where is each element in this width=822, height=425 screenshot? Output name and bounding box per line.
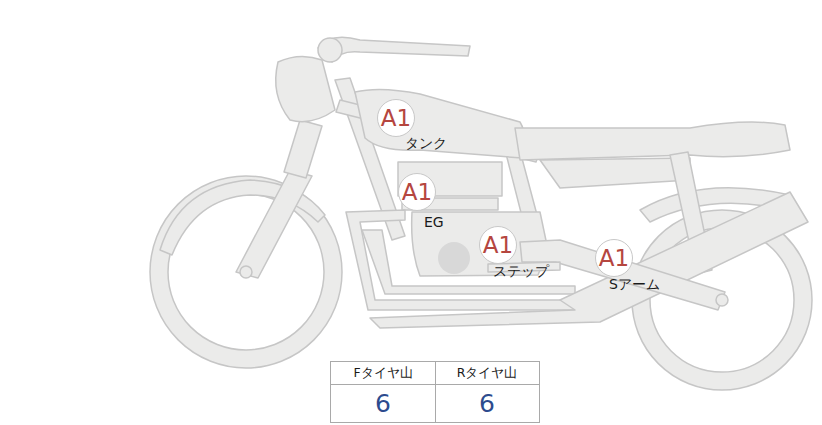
callout-node: A1ステップ — [479, 226, 517, 264]
table-value: 6 — [435, 384, 539, 422]
callout-circle: A1 — [479, 226, 517, 264]
callout-code: A1 — [599, 247, 629, 270]
callout-code: A1 — [483, 234, 513, 257]
callout-code: A1 — [381, 107, 411, 130]
callout-circle: A1 — [377, 99, 415, 137]
tread-table: Fタイヤ山Rタイヤ山66 — [330, 361, 540, 423]
callout-node: A1Sアーム — [595, 239, 633, 277]
callout-circle: A1 — [398, 173, 436, 211]
callout-node: A1タンク — [377, 99, 415, 137]
table-header: Fタイヤ山 — [331, 362, 435, 384]
table-rule — [435, 362, 436, 422]
table-header: Rタイヤ山 — [435, 362, 539, 384]
part-label: タンク — [405, 136, 447, 151]
callout-code: A1 — [402, 181, 432, 204]
table-value: 6 — [331, 384, 435, 422]
part-label: ステップ — [493, 264, 549, 279]
callout-circle: A1 — [595, 239, 633, 277]
callout-node: A1EG — [398, 173, 436, 211]
part-label: Sアーム — [609, 277, 660, 292]
table-rule — [331, 384, 539, 385]
part-label: EG — [424, 215, 444, 230]
